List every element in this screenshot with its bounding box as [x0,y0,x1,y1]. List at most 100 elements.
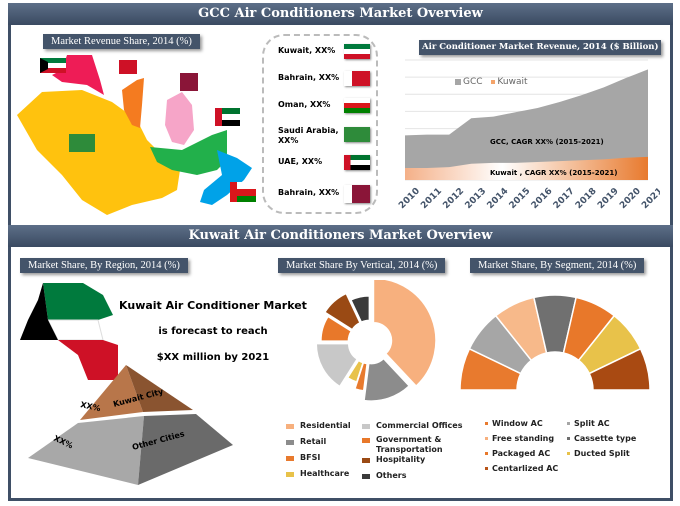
legend-bullet [485,422,488,425]
kuwait-cagr-annotation: Kuwait , CAGR XX% (2015-2021) [490,169,618,177]
legend-label: Commercial Offices [376,421,463,430]
segment-semi-donut-chart [459,294,651,391]
kuwait-city-value: XX% [80,400,102,413]
legend-item: BFSI [286,453,356,463]
pyramid-bottom-right [138,414,233,485]
kuwait-map-red [58,340,118,380]
legend-swatch [286,440,294,445]
x-tick-label: 2017 [552,186,577,211]
x-tick-label: 2018 [574,186,599,211]
legend-swatch [362,438,370,443]
legend-item: Free standing [485,434,554,444]
saudi-arabia-region [17,90,180,215]
forecast-line3: $XX million by 2021 [156,352,270,363]
x-tick-label: 2013 [463,186,488,211]
x-tick-label: 2010 [397,186,422,211]
legend-label: Ducted Split [574,449,630,458]
legend-item: Healthcare [286,469,356,479]
x-tick-label: 2014 [486,186,511,211]
legend-item: Residential [286,421,356,431]
kuwait-map-black [20,283,58,340]
saudi-flag [344,127,370,142]
area-series-gcc [405,69,648,180]
legend-bullet [485,452,488,455]
donut-slice-commercial-offices [315,343,358,387]
donut-slice-retail [363,358,410,402]
donut-slice-bfsi [354,362,368,392]
legend-item: Government & Transportation [362,435,472,455]
country-item: Bahrain, XX% [278,188,340,197]
vertical-donut-chart [315,280,437,402]
donut-slice-residential [373,280,437,387]
region-label: Market Share, By Region, 2014 (%) [20,258,188,273]
country-item: UAE, XX% [278,157,323,166]
legend-kuwait: Kuwait [497,77,528,87]
legend-item: Ducted Split [567,449,630,459]
legend-item: Window AC [485,419,543,429]
qatar-region [165,92,194,145]
kuwait-header: Kuwait Air Conditioners Market Overview [8,225,673,247]
saudi-flag-map [69,134,95,152]
infographic-frame [8,3,673,501]
legend-label: Government & Transportation [376,435,443,454]
legend-kuwait-swatch [491,79,496,84]
legend-bullet [485,467,488,470]
legend-item: Others [362,471,472,481]
x-tick-label: 2011 [419,186,444,211]
legend-label: Residential [300,421,351,430]
legend-label: Healthcare [300,469,350,478]
x-tick-label: 2021 [640,186,660,211]
legend-label: Packaged AC [492,449,551,458]
x-tick-label: 2019 [596,186,621,211]
legend-item: Cassette type [567,434,636,444]
donut-slice-hospitality [324,293,361,331]
legend-label: Cassette type [574,434,637,443]
legend-label: BFSI [300,453,321,462]
legend-swatch [286,472,294,477]
legend-bullet [567,437,570,440]
kuwait-map-green [43,283,113,320]
legend-label: Others [376,471,407,480]
oman-flag-map [230,182,256,189]
pyramid-top-left [80,365,143,420]
legend-label: Free standing [492,434,555,443]
country-item: Kuwait, XX% [278,46,336,55]
pyramid-bottom-left [28,416,144,485]
legend-swatch [286,456,294,461]
legend-label: Retail [300,437,327,446]
legend-gcc: GCC [463,77,483,87]
legend-bullet [485,437,488,440]
legend-label: Split AC [574,419,610,428]
bahrain-flag [344,71,370,86]
legend-bullet [567,452,570,455]
x-tick-label: 2012 [441,186,466,211]
bahrain-region [122,78,144,128]
x-tick-label: 2016 [530,186,555,211]
revenue-area-chart: 2010201120122013201420152016201720182019… [397,59,660,211]
uae-flag [344,155,370,170]
legend-item: Commercial Offices [362,421,472,431]
donut-slice-healthcare [347,360,364,383]
pyramid-top-right [126,365,193,412]
country-item: Oman, XX% [278,100,331,109]
segment-label: Market Share, By Segment, 2014 (%) [470,258,645,273]
revenue-chart-title: Air Conditioner Market Revenue, 2014 ($ … [419,40,662,55]
country-item: Saudi Arabia, XX% [278,126,339,145]
gcc-cagr-annotation: GCC, CAGR XX% (2015-2021) [490,138,604,146]
legend-bullet [567,422,570,425]
legend-swatch [286,424,294,429]
legend-item: Hospitality [362,455,472,465]
forecast-line2: is forecast to reach [158,326,268,337]
x-tick-label: 2020 [618,186,643,211]
chart-legend: GCC Kuwait [455,77,528,87]
uae-region [150,130,227,175]
uae-flag-map [215,108,240,114]
oman-region [200,150,252,205]
legend-label: Centarlized AC [492,464,559,473]
legend-swatch [362,458,370,463]
legend-gcc-swatch [455,78,461,85]
forecast-line1: Kuwait Air Conditioner Market [119,299,307,312]
kuwait-flag [344,44,370,59]
revenue-share-label: Market Revenue Share, 2014 (%) [43,34,200,49]
qatar-flag [344,185,370,203]
